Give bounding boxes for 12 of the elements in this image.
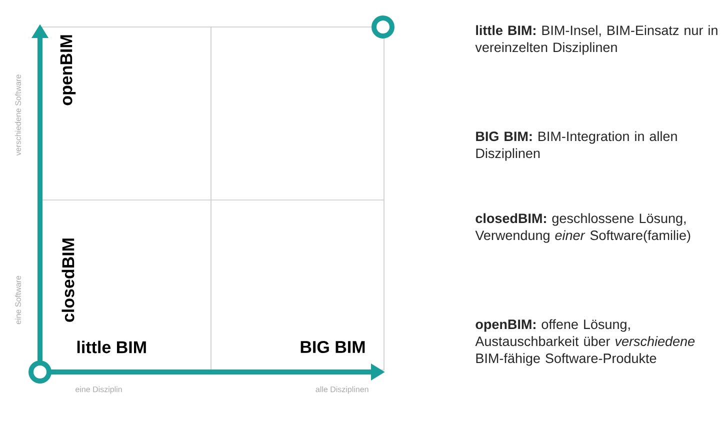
axis-label: eine Disziplin	[76, 386, 122, 394]
quadrant-label: openBIM	[60, 35, 76, 106]
description-text: BIG BIM: BIM-Integration in allen Disziplinen	[476, 131, 677, 161]
quadrant-label: BIG BIM	[300, 340, 365, 354]
axis-label: alle Disziplinen	[316, 386, 368, 394]
description-text: closedBIM: geschlossene Lösung, Verwendung einer Software(familie)	[475, 213, 690, 243]
description-text: openBIM: offene Lösung, Austauschbarkeit über verschiedene BIM-fähige Software-Produkte	[475, 319, 695, 366]
axis-label: verschiedene Software	[15, 74, 21, 156]
quadrant-label: closedBIM	[62, 238, 74, 322]
axis-label: eine Software	[15, 276, 21, 324]
description-text: little BIM: BIM-Insel, BIM-Einsatz nur in vereinzelten Disziplinen	[475, 25, 718, 55]
quadrant-label: little BIM	[77, 340, 146, 354]
